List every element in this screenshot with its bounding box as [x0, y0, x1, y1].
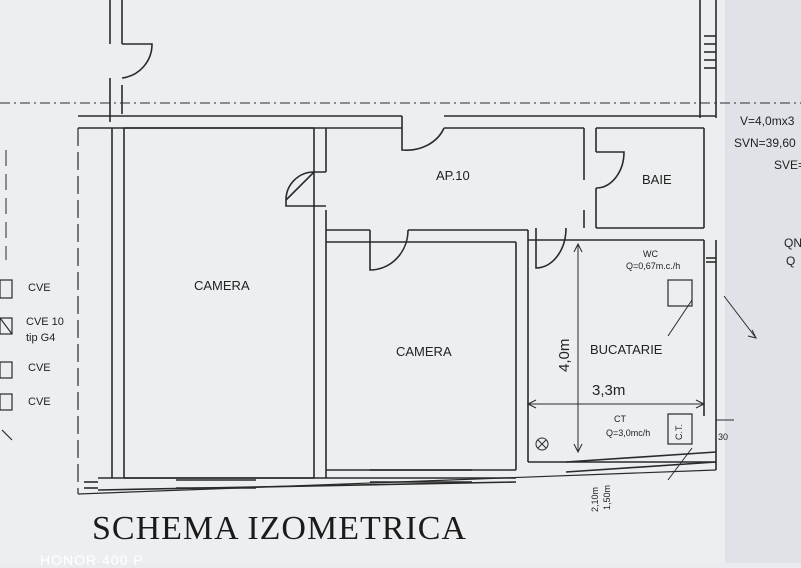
edge-note-2: SVN=39,60: [734, 136, 796, 150]
legend-item-2: CVE 10: [26, 316, 64, 328]
dimension-height: 4,0m: [556, 338, 573, 372]
ct-label: CT: [614, 414, 626, 424]
room-label-bucatarie: BUCATARIE: [590, 342, 663, 357]
edge-note-1: V=4,0mx3: [740, 114, 795, 128]
room-label-camera-middle: CAMERA: [396, 344, 452, 359]
edge-note-3: SVE=: [774, 158, 801, 172]
drawing-title: SCHEMA IZOMETRICA: [92, 510, 467, 547]
room-label-camera-left: CAMERA: [194, 278, 250, 293]
dimension-window-height: 1,50m: [602, 484, 612, 510]
room-label-ap10: AP.10: [436, 168, 470, 183]
edge-note-4: QN: [784, 236, 801, 250]
legend-item-1: CVE: [28, 282, 51, 294]
edge-note-5: Q: [786, 254, 796, 268]
legend-item-4: CVE: [28, 396, 51, 408]
dimension-width: 3,3m: [592, 382, 626, 399]
ct-box-label: C.T.: [674, 423, 684, 440]
legend-item-2b: tip G4: [26, 332, 56, 344]
pipe-tag-label: 30: [718, 432, 729, 442]
room-label-baie: BAIE: [642, 172, 672, 187]
wc-flow-label: Q=0,67m.c./h: [626, 261, 681, 271]
ct-flow-label: Q=3,0mc/h: [606, 428, 651, 438]
legend-item-3: CVE: [28, 362, 51, 374]
walls: [0, 0, 801, 495]
dimension-window-sill: 2,10m: [590, 486, 600, 512]
camera-watermark: HONOR 400 P: [40, 552, 144, 568]
wc-label: WC: [643, 249, 658, 259]
